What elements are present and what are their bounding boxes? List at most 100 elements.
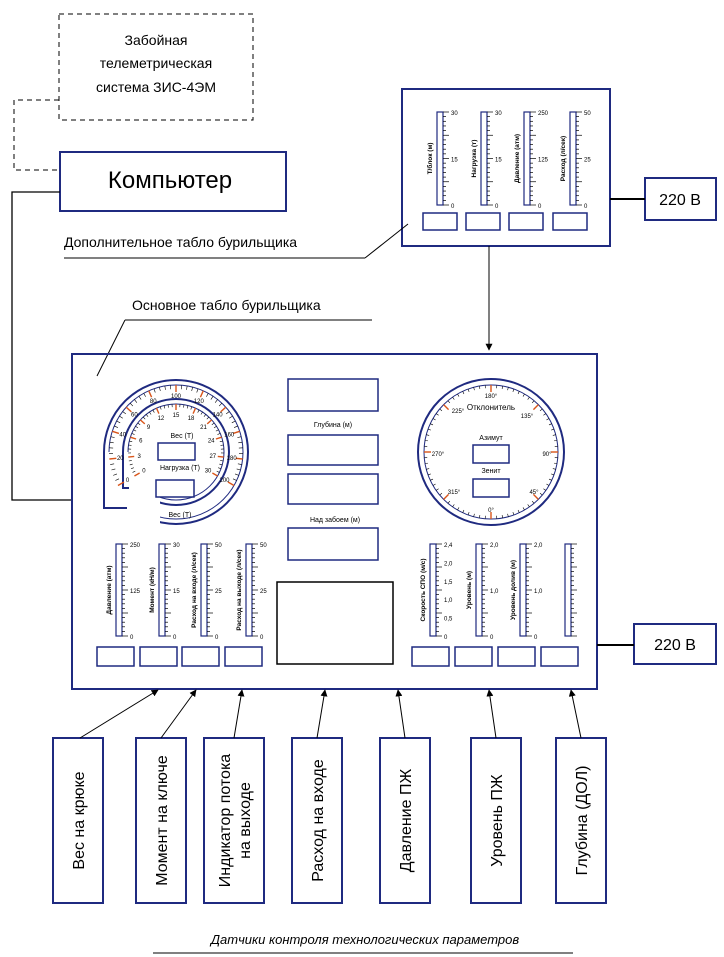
deviation-angle-label: 45° xyxy=(529,490,539,496)
depth-display-top xyxy=(287,378,379,412)
load-display xyxy=(155,479,195,498)
weight-outer-tick xyxy=(125,406,132,413)
weight-inner-tick xyxy=(220,460,224,462)
sensor-label: Глубина (ДОЛ) xyxy=(574,766,591,876)
sensor-label: Индикатор потока xyxy=(217,754,234,888)
scale-tick-label: 2,4 xyxy=(444,543,453,549)
deviation-tick xyxy=(427,428,431,431)
power-supply-main: 220 В xyxy=(633,623,717,665)
scale-tick-label: 0 xyxy=(173,635,177,641)
scale-tick-label: 0 xyxy=(490,635,494,641)
weight-inner-tick xyxy=(128,460,132,462)
weight-outer-tick xyxy=(143,393,146,397)
deviation-tick xyxy=(439,408,443,412)
deviation-tick xyxy=(507,387,509,391)
deviation-tick xyxy=(452,504,455,508)
deviation-angle-label: 180° xyxy=(485,394,498,400)
sensor-label: на выходе xyxy=(237,782,254,859)
weight-outer-tick xyxy=(111,468,116,471)
weight-inner-tick xyxy=(186,405,189,409)
weight-outer-tick xyxy=(129,402,134,407)
deviation-tick xyxy=(532,493,539,500)
deviation-tick xyxy=(501,385,503,390)
deviation-tick xyxy=(473,387,475,391)
scale-tick-label: 1,0 xyxy=(444,598,453,604)
scale-bar xyxy=(569,111,577,206)
deviation-tick xyxy=(427,473,431,476)
deviation-tick xyxy=(467,512,470,516)
weight-inner-tick-label: 27 xyxy=(209,454,216,460)
scale-tick-label: 1,0 xyxy=(490,589,499,595)
deviation-tick xyxy=(424,462,429,464)
weight-inner-tick xyxy=(213,426,217,429)
depth-display-2 xyxy=(287,473,379,505)
sensor-arrow xyxy=(568,689,582,739)
weight-outer-tick xyxy=(237,463,242,465)
deviation-angle-label: 270° xyxy=(432,452,445,458)
weight-outer-tick xyxy=(112,430,120,435)
weight-inner-tick-label: 21 xyxy=(200,425,207,431)
scale-tick-label: 0 xyxy=(495,204,499,210)
telemetry-line-3: система ЗИС-4ЭМ xyxy=(96,79,216,95)
above-bottom-label: Над забоем (м) xyxy=(310,516,360,524)
weight-outer-tick-label: 160 xyxy=(224,433,235,439)
weight-outer-tick xyxy=(231,420,236,424)
deviation-tick xyxy=(552,468,556,470)
deviation-tick xyxy=(473,513,475,517)
aux-panel-label: Дополнительное табло бурильщика xyxy=(64,234,297,250)
sensor-label: Уровень ПЖ xyxy=(489,774,506,867)
deviation-tick xyxy=(539,408,543,412)
weight-inner-tick xyxy=(206,416,210,420)
deviation-angle-label: 135° xyxy=(521,414,534,420)
aux-display xyxy=(508,212,544,231)
telemetry-dashed-link xyxy=(13,99,60,171)
weight-outer-tick xyxy=(226,411,230,415)
deviation-tick xyxy=(507,513,509,517)
deviation-tick xyxy=(462,509,465,513)
scale-label: Скорость СПО (м/с) xyxy=(420,558,427,621)
weight-outer-tick xyxy=(232,430,240,435)
deviation-tick xyxy=(539,492,543,496)
deviation-tick xyxy=(452,396,455,400)
scale-bar xyxy=(436,111,444,206)
scale-bar xyxy=(519,543,527,637)
weight-inner-tick-label: 3 xyxy=(138,454,142,460)
scale-label: Расход на входе (л/сек) xyxy=(191,552,198,628)
deviation-gauge: 180°225°135°270°90°315°45°0° Отклонитель… xyxy=(417,378,565,526)
sensor-label: Давление ПЖ xyxy=(398,769,415,873)
scale-bar xyxy=(480,111,488,206)
telemetry-system-box: Забойная телеметрическая система ЗИС-4ЭМ xyxy=(58,13,254,121)
scale-bar xyxy=(200,543,208,637)
weight-outer-tick-label: 120 xyxy=(194,399,205,405)
deviation-tick xyxy=(439,492,443,496)
deviation-tick xyxy=(432,483,436,486)
weight-inner-tick xyxy=(218,467,222,470)
scale-label: Момент (кН/м) xyxy=(149,567,156,613)
weight-outer-label: Вес (Т) xyxy=(169,512,192,519)
weight-outer-tick xyxy=(235,457,243,460)
weight-outer-tick xyxy=(233,425,238,428)
weight-outer-tick xyxy=(232,478,237,481)
weight-inner-tick xyxy=(167,404,169,408)
scale-label: Давление (атм) xyxy=(106,565,113,614)
sensors-caption: Датчики контроля технологических парамет… xyxy=(209,932,519,947)
scale-tick-label: 2,0 xyxy=(534,543,543,549)
weight-outer-tick xyxy=(196,388,199,393)
scale-bar xyxy=(475,543,483,637)
weight-inner-tick-label: 0 xyxy=(142,469,146,475)
deviation-tick xyxy=(512,512,515,516)
weight-outer-tick xyxy=(220,406,227,413)
deviation-tick xyxy=(424,440,429,442)
scale-label: Расход (л/сек) xyxy=(560,136,567,181)
deviation-tick xyxy=(430,478,434,481)
deviation-tick xyxy=(531,500,535,504)
scale-tick-label: 0 xyxy=(451,204,455,210)
weight-outer-tick xyxy=(199,390,204,398)
scale-tick-label: 50 xyxy=(260,543,267,549)
weight-inner-tick xyxy=(130,436,137,440)
deviation-tick xyxy=(548,478,552,481)
